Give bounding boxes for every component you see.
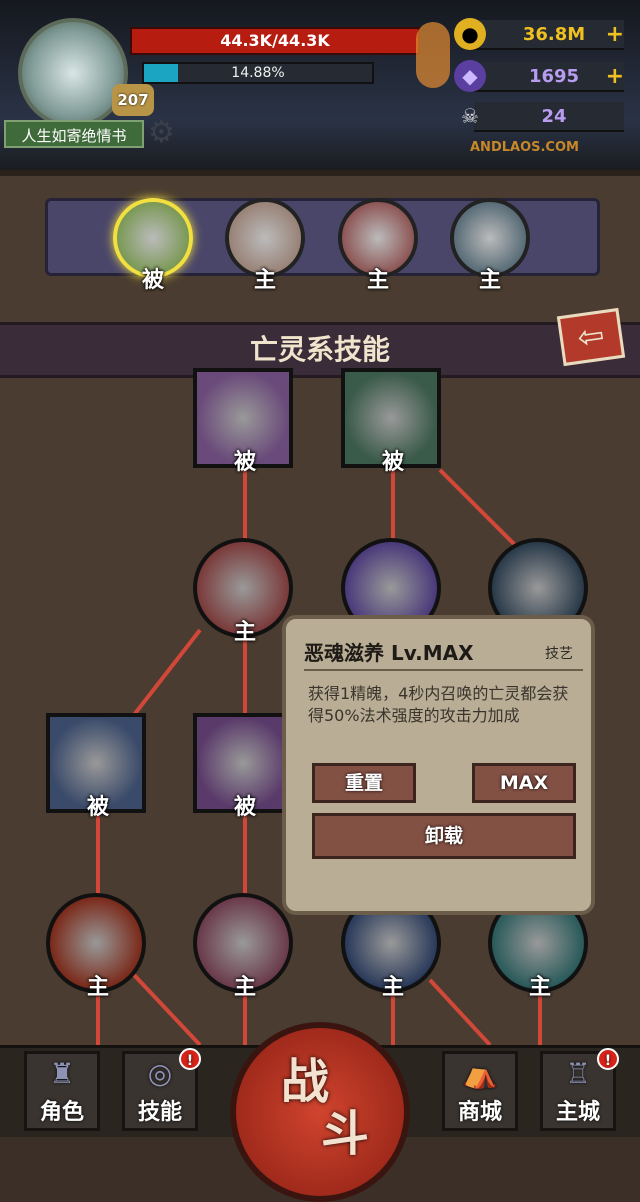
soul-counter: ☠ 24 (461, 102, 624, 132)
ram-skull-icon: ☠ (461, 104, 479, 128)
nav-skills[interactable]: ◎ 技能! (122, 1048, 201, 1131)
player-level-badge: 207 (112, 84, 154, 116)
skill-type-label: 主 (366, 268, 389, 293)
skill-node[interactable] (193, 538, 293, 638)
skill-type-label: 被 (381, 450, 404, 475)
skill-type-label: 主 (233, 620, 256, 645)
skill-description: 获得1精魄，4秒内召唤的亡灵都会获得50%法术强度的攻击力加成 (308, 684, 569, 725)
equipped-skill-slot[interactable] (450, 198, 530, 278)
nav-skills-label: 技能 (137, 1100, 182, 1125)
castle-icon: ♖ (565, 1057, 591, 1090)
skill-type-label: 主 (528, 975, 551, 1000)
fight-label-1: 战 (280, 1054, 329, 1110)
equipped-skill-slot[interactable] (225, 198, 305, 278)
hp-bar: 44.3K/44.3K (130, 27, 420, 55)
nav-city[interactable]: ♖ 主城! (540, 1048, 619, 1131)
back-arrow-button[interactable]: ⇦ (556, 307, 626, 367)
skill-node[interactable] (341, 368, 441, 468)
unequip-button[interactable]: 卸载 (312, 813, 576, 859)
player-name: 人生如寄绝情书 (4, 120, 144, 148)
skill-type-label: 主 (253, 268, 276, 293)
skill-type-label: 被 (233, 450, 256, 475)
player-avatar[interactable] (18, 18, 128, 128)
skill-node[interactable] (193, 368, 293, 468)
max-button[interactable]: MAX (472, 763, 576, 803)
gold-value: 36.8M (522, 24, 586, 45)
skill-tag: 技艺 (545, 646, 573, 662)
reset-button[interactable]: 重置 (312, 763, 416, 803)
skill-type-label: 被 (141, 268, 164, 293)
skill-type-label: 主 (478, 268, 501, 293)
nav-city-label: 主城 (555, 1100, 600, 1125)
skill-type-label: 被 (86, 795, 109, 820)
nav-shop[interactable]: ⛺ 商城 (442, 1051, 518, 1131)
fight-button[interactable]: 战斗 (230, 1022, 410, 1202)
add-gem-button[interactable]: + (605, 64, 624, 89)
divider (304, 669, 583, 671)
nav-shop-label: 商城 (457, 1100, 502, 1125)
alert-badge: ! (597, 1048, 619, 1070)
tent-icon: ⛺ (462, 1057, 498, 1090)
skill-node[interactable] (46, 713, 146, 813)
skill-type-label: 被 (233, 795, 256, 820)
xp-fill (144, 64, 178, 82)
settings-gear-icon[interactable]: ⚙ (148, 115, 175, 150)
skill-type-label: 主 (381, 975, 404, 1000)
soul-value: 24 (541, 106, 567, 127)
skill-title: 恶魂滋养 Lv.MAX (304, 641, 474, 665)
gem-counter: ◆ 1695 + (454, 60, 624, 92)
gold-counter: ● 36.8M + (454, 18, 624, 50)
add-gold-button[interactable]: + (605, 22, 624, 47)
skill-node[interactable] (46, 893, 146, 993)
skill-node[interactable] (193, 893, 293, 993)
skill-type-label: 主 (86, 975, 109, 1000)
tree-link (128, 628, 202, 722)
helmet-icon: ♜ (49, 1057, 75, 1090)
tree-link (428, 978, 492, 1045)
spiral-icon: ◎ (147, 1057, 173, 1090)
equipped-skill-slot[interactable] (113, 198, 193, 278)
xp-bar: 14.88% (142, 62, 374, 84)
skill-detail-popup: 恶魂滋养 Lv.MAX 技艺 获得1精魄，4秒内召唤的亡灵都会获得50%法术强度… (282, 615, 595, 915)
tree-link (438, 468, 522, 552)
xp-text: 14.88% (231, 65, 285, 81)
alert-badge: ! (179, 1048, 201, 1070)
skill-node[interactable] (193, 713, 293, 813)
watermark-text: ANDLAOS.COM (470, 140, 579, 155)
page-title: 亡灵系技能 (0, 322, 640, 378)
equipped-skill-slot[interactable] (338, 198, 418, 278)
watermark-logo (416, 22, 450, 88)
gold-coin-icon: ● (454, 18, 486, 50)
purple-gem-icon: ◆ (454, 60, 486, 92)
skill-type-label: 主 (233, 975, 256, 1000)
nav-role[interactable]: ♜ 角色 (24, 1051, 100, 1131)
nav-role-label: 角色 (39, 1100, 84, 1125)
gem-value: 1695 (528, 66, 580, 87)
